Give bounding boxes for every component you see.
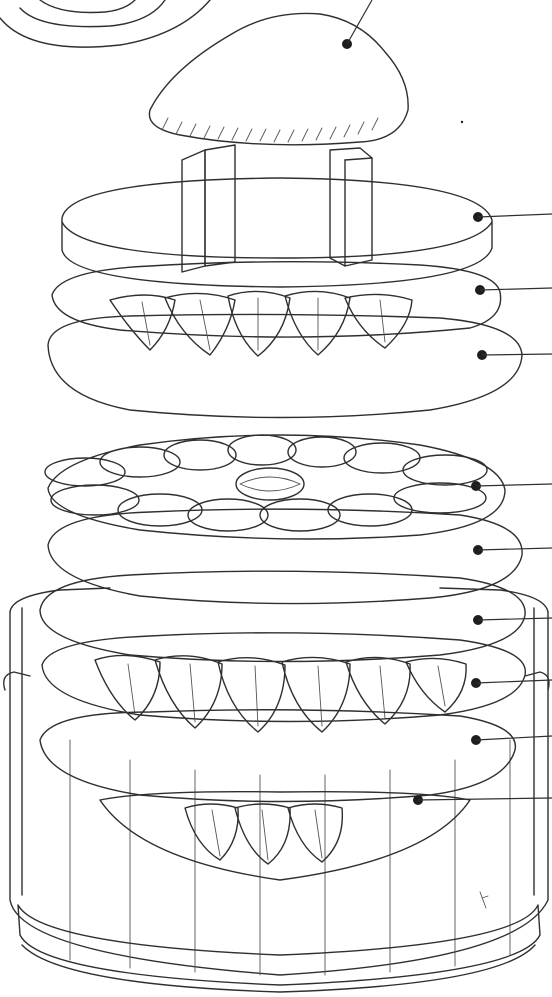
ink-marks <box>461 121 488 908</box>
diced-filling-layer <box>40 571 552 661</box>
leaf-layer-upper <box>52 262 552 356</box>
lid-handles <box>182 145 372 272</box>
wooden-lid <box>62 178 552 287</box>
rice-layer-lower <box>40 710 552 802</box>
bottom-leaf-layer <box>100 792 552 880</box>
wooden-tub <box>4 588 549 992</box>
corner-plate-fragment <box>0 0 210 47</box>
leaf-rosette-layer <box>45 435 552 539</box>
pressing-stone <box>149 0 408 145</box>
leaf-layer-lower <box>42 633 552 732</box>
